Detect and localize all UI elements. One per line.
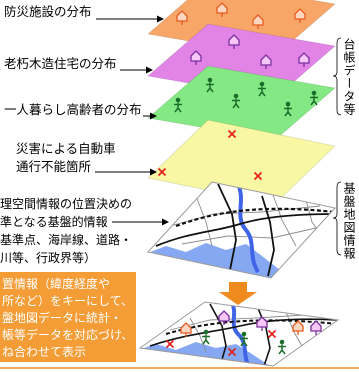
base-info-line: 準となる基盤的情報 xyxy=(0,215,108,229)
overlay-note-line: 所など）をキーにして、 xyxy=(2,294,134,308)
river xyxy=(236,183,260,274)
ledger-data-label: 台帳データ等 xyxy=(342,38,356,116)
sea-area xyxy=(148,243,300,278)
base-info-line: 基準点、海岸線、道路・ xyxy=(0,233,133,247)
impassable-layer-label-line2: 通行不能箇所 xyxy=(16,159,92,174)
base-map-brace xyxy=(332,181,342,256)
facilities-layer-label: 防災施設の分布 xyxy=(4,4,92,19)
overlay-note-line: ね合わせて表示 xyxy=(2,345,87,359)
base-map-info-label: 基盤地図情報 xyxy=(342,182,356,260)
combined-map-outline xyxy=(138,301,340,367)
base-map-layer xyxy=(148,182,335,278)
combined-river xyxy=(230,302,252,366)
base-info-line: 川等、行政界等） xyxy=(0,251,97,265)
overlay-note-line: 盤地図データに統計・ xyxy=(2,311,123,325)
down-arrow-icon xyxy=(219,282,257,305)
combined-map-layer xyxy=(140,302,338,366)
elderly-layer-label: 一人暮らし高齢者の分布 xyxy=(4,102,142,117)
impassable-layer-label-line1: 災害による自動車 xyxy=(16,141,116,156)
old-houses-layer-label: 老朽木造住宅の分布 xyxy=(4,56,117,71)
base-map-outline xyxy=(147,181,336,279)
ledger-brace xyxy=(332,37,342,116)
railway xyxy=(175,207,335,228)
overlay-note-line: 置情報（緯度経度や xyxy=(2,277,111,291)
overlay-note-box xyxy=(0,272,136,362)
overlay-note-line: 帳等データを対応づけ、 xyxy=(2,328,134,342)
base-info-line: 理空間情報の位置決めの xyxy=(0,197,133,211)
